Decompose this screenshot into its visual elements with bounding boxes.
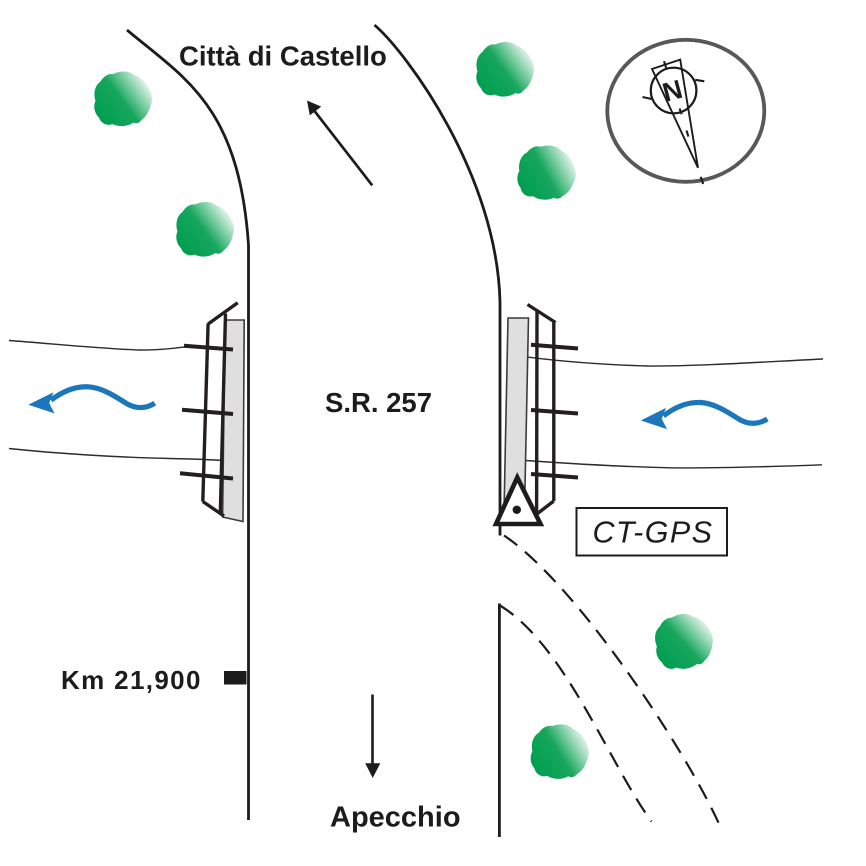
- svg-text:Km 21,900: Km 21,900: [61, 665, 202, 695]
- svg-text:Apecchio: Apecchio: [330, 802, 461, 834]
- svg-text:Città di Castello: Città di Castello: [179, 41, 387, 72]
- svg-text:CT-GPS: CT-GPS: [593, 516, 714, 550]
- svg-text:S.R. 257: S.R. 257: [325, 387, 432, 418]
